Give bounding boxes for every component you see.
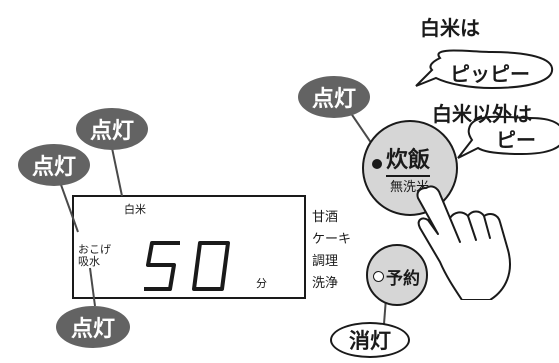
lcd-time-digits [144, 241, 230, 291]
lcd-display: 白米 おこげ 吸水 分 [72, 195, 306, 299]
menu-cooking: 調理 [312, 254, 339, 269]
lcd-mode-soak: 吸水 [78, 255, 100, 268]
lcd-menu-white-rice: 白米 [124, 203, 146, 216]
lit-label-left: 点灯 [18, 144, 90, 186]
lit-label-cook-button: 点灯 [298, 76, 370, 118]
cook-indicator-dot [372, 159, 382, 169]
digit-five [144, 241, 180, 291]
other-sound-text: ピー [496, 128, 536, 152]
sound-bubble-white-rice [415, 49, 554, 90]
white-rice-sound-label: 白米は [420, 16, 480, 40]
pointer-left [59, 181, 79, 233]
off-label-reserve-button: 消灯 [330, 322, 410, 358]
white-rice-sound-text: ピッピー [450, 62, 530, 86]
lit-label-bottom: 点灯 [56, 306, 130, 348]
sound-bubble-other [457, 115, 559, 159]
lcd-mode-okoge: おこげ [78, 243, 111, 256]
menu-cake: ケーキ [312, 232, 352, 247]
menu-amazake: 甘酒 [312, 210, 339, 225]
lit-label-top: 点灯 [76, 108, 148, 150]
other-sound-label: 白米以外は [432, 102, 532, 126]
reserve-button-label: 予約 [386, 269, 420, 289]
hand-illustration [416, 185, 511, 300]
menu-wash: 洗浄 [312, 276, 339, 291]
lcd-time-unit: 分 [256, 277, 267, 290]
cook-button-label: 炊飯 [386, 142, 431, 177]
pointer-bottom [89, 267, 96, 307]
reserve-indicator-dot [373, 271, 384, 282]
reserve-button[interactable]: 予約 [366, 244, 428, 306]
pointer-top [111, 147, 123, 197]
digit-zero [192, 241, 230, 291]
